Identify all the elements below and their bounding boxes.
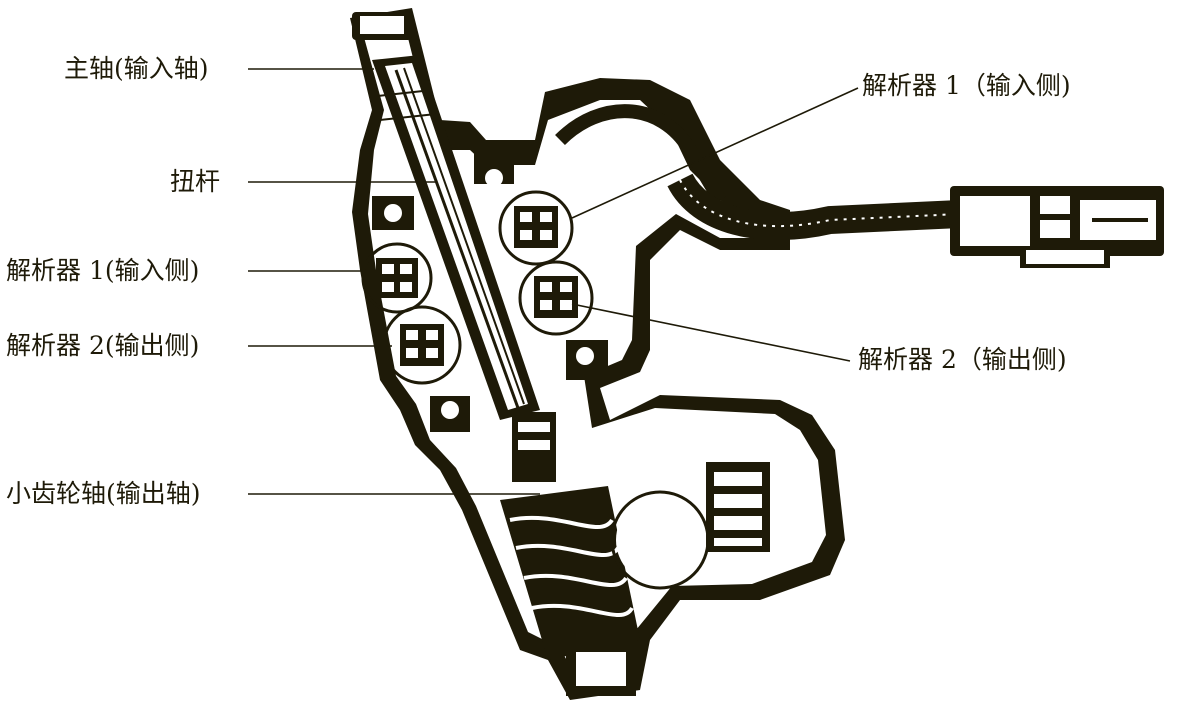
- resolver-elements: [361, 190, 594, 385]
- label-resolver1-input-left: 解析器 1(输入侧): [6, 256, 200, 285]
- pinion-and-rack: [500, 412, 770, 696]
- label-resolver2-output-left: 解析器 2(输出侧): [6, 331, 200, 360]
- bearings: [372, 144, 608, 432]
- label-resolver2-output-right: 解析器 2（输出侧): [858, 345, 1067, 374]
- label-pinion-shaft: 小齿轮轴(输出轴): [6, 479, 201, 508]
- sensor-cable: [555, 104, 1164, 268]
- leader-resolver2-right: [571, 303, 851, 362]
- main-shaft-column: [352, 12, 540, 420]
- label-resolver1-input-right: 解析器 1（输入侧): [862, 71, 1071, 100]
- label-main-shaft: 主轴(输入轴): [64, 54, 209, 83]
- label-torsion-bar: 扭杆: [170, 167, 221, 196]
- leader-resolver1-right: [571, 87, 859, 219]
- leader-lines: [248, 68, 859, 495]
